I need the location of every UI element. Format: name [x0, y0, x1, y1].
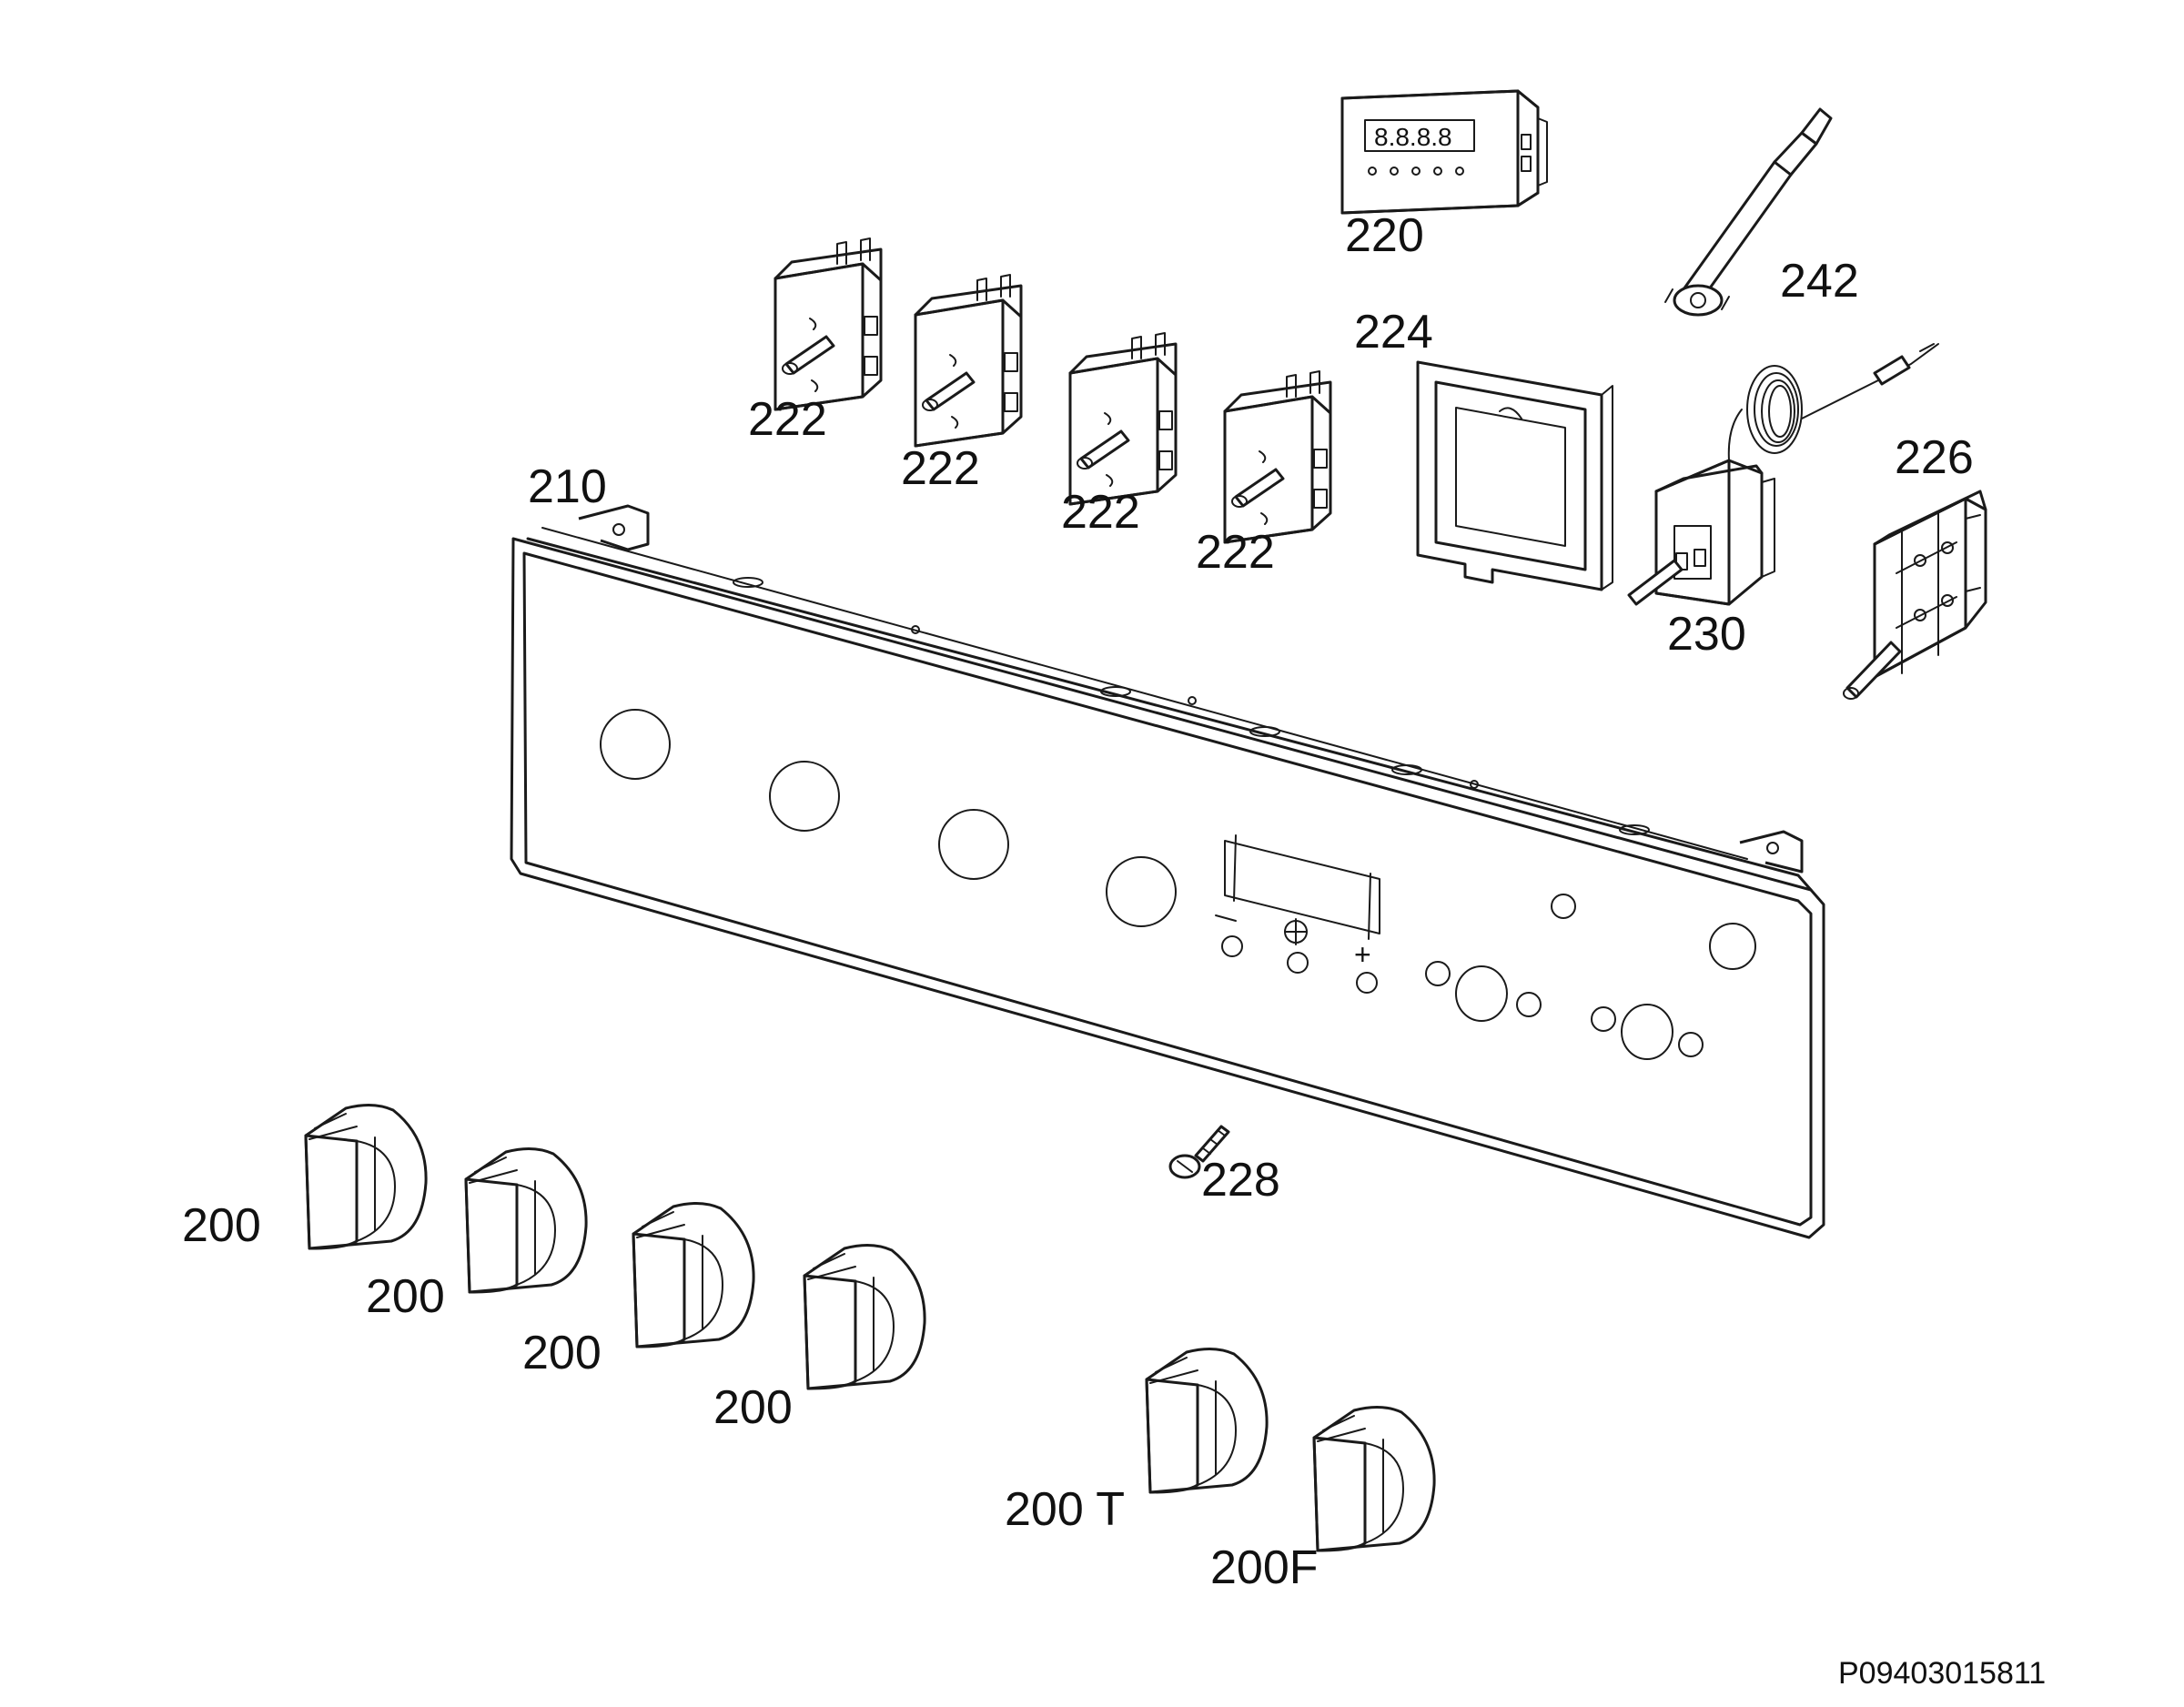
label-lamp: 242 [1780, 255, 1859, 308]
timer-module: 8.8.8.8 [1340, 89, 1548, 215]
label-bracket: 224 [1354, 306, 1433, 359]
switch-3 [1068, 332, 1178, 506]
label-switch-1: 222 [748, 393, 827, 446]
knob-t [1145, 1348, 1269, 1494]
knob-4 [803, 1244, 926, 1390]
knob-2 [464, 1147, 588, 1294]
label-knob-3: 200 [522, 1327, 602, 1379]
label-knob-1: 200 [182, 1199, 261, 1252]
label-knob-4: 200 [713, 1381, 793, 1434]
label-screw: 228 [1201, 1154, 1280, 1207]
switch-2 [914, 274, 1023, 448]
switch-1 [774, 237, 883, 411]
label-knob-t: 200 T [1005, 1483, 1125, 1536]
label-panel: 210 [528, 460, 607, 513]
lamp-sensor [1664, 107, 1833, 317]
knob-1 [304, 1104, 428, 1250]
switch-4 [1223, 370, 1332, 544]
knob-f [1312, 1406, 1436, 1552]
label-switch-3: 222 [1061, 486, 1140, 539]
thermostat [1627, 343, 1939, 606]
label-selector: 226 [1895, 431, 1974, 484]
label-knob-f: 200F [1210, 1541, 1319, 1594]
label-timer: 220 [1345, 209, 1424, 262]
screw [1168, 1125, 1230, 1179]
knob-3 [632, 1202, 755, 1348]
selector-switch [1843, 490, 1987, 700]
bracket-frame [1416, 360, 1613, 591]
label-switch-4: 222 [1196, 526, 1275, 579]
label-knob-2: 200 [366, 1270, 445, 1323]
label-switch-2: 222 [901, 442, 980, 495]
timer-display-digits: 8.8.8.8 [1374, 123, 1452, 151]
panel-symbol-plus: + [1354, 938, 1371, 971]
drawing-code: P09403015811 [1838, 1656, 2046, 1691]
label-thermostat: 230 [1667, 608, 1746, 661]
control-panel: + [510, 504, 1825, 1239]
